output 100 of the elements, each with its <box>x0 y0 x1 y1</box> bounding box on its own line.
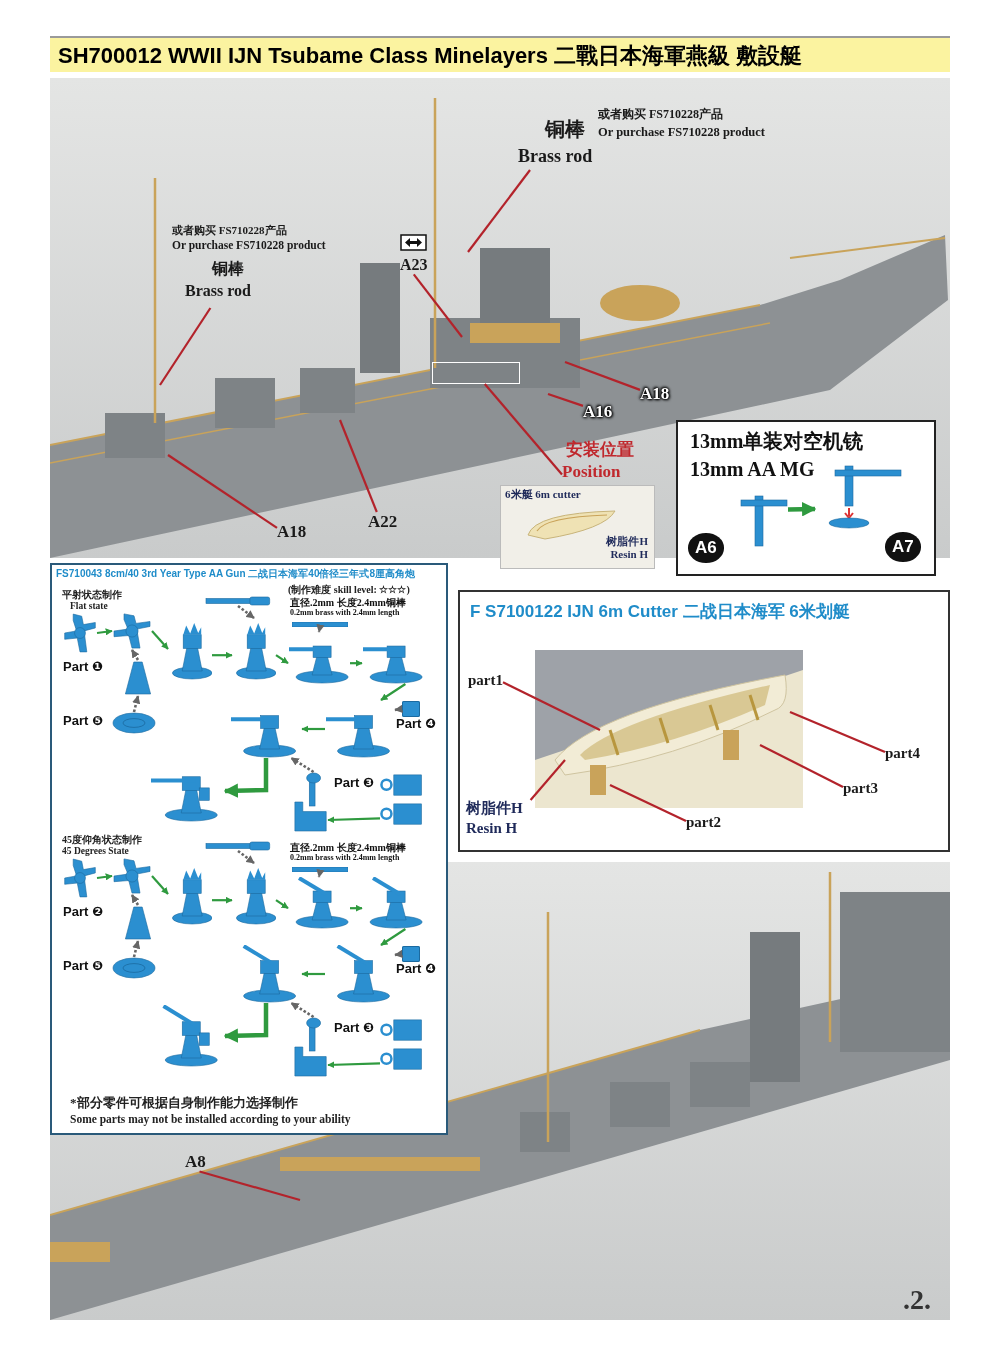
part-name: part2 <box>686 814 721 832</box>
dotted-arrow <box>130 894 140 906</box>
small-part-block <box>402 701 420 717</box>
arrow <box>350 904 363 912</box>
arrow <box>96 628 113 636</box>
section-heading: 45 Degrees State <box>62 846 129 857</box>
arrow <box>350 659 363 667</box>
instruction-panel <box>676 420 936 576</box>
dotted-arrow <box>132 695 141 713</box>
arrow <box>151 875 169 895</box>
part-name: 树脂件H <box>466 800 523 818</box>
leader-line <box>467 169 531 253</box>
leader-line <box>159 307 212 386</box>
footnote: Some parts may not be installed according to your ability <box>70 1113 351 1127</box>
base-disc-drawing <box>112 712 156 734</box>
leader-line <box>759 744 844 788</box>
panel-heading: F S7100122 IJN 6m Cutter 二战日本海军 6米划艇 <box>470 602 850 622</box>
part-name: 铜棒 <box>545 118 585 141</box>
arrow <box>151 630 169 650</box>
fret-part-drawing <box>63 612 97 654</box>
dotted-arrow <box>130 649 140 661</box>
base-disc-drawing <box>112 957 156 979</box>
arrow <box>787 502 817 517</box>
leader-line <box>483 383 563 476</box>
part-label: Part ❺ <box>63 959 103 974</box>
inset-caption: 树脂件H Resin H <box>605 535 648 561</box>
leader-line <box>547 392 584 407</box>
part-number: A22 <box>368 512 398 532</box>
leader-line <box>199 1170 301 1202</box>
dotted-arrow <box>237 604 255 620</box>
arrow <box>327 816 381 824</box>
gun-barrel-drawing <box>205 596 271 606</box>
part-label: Part ❸ <box>334 1021 374 1036</box>
section-heading: 平射状态制作 <box>62 589 122 601</box>
leader-line <box>502 681 601 731</box>
part-number: A8 <box>185 1152 206 1172</box>
panel-heading: 13mm单装对空机铳 <box>690 430 864 453</box>
footnote: *部分零件可根据自身制作能力选择制作 <box>70 1096 298 1111</box>
part-number: A23 <box>400 256 428 275</box>
part-badge: A7 <box>885 532 921 562</box>
photo-inset <box>500 485 655 569</box>
seat-part-drawing <box>292 772 328 832</box>
callout-text: 安装位置 <box>566 440 634 460</box>
brass-rod-drawing <box>292 622 348 627</box>
inset-caption: 6米艇 6m cutter <box>505 488 581 501</box>
dotted-arrow <box>237 849 255 865</box>
instruction-panel <box>50 563 448 1135</box>
arrow <box>380 683 406 701</box>
panel-heading: 13mm AA MG <box>690 458 815 481</box>
dotted-arrow <box>316 623 325 633</box>
instruction-panel <box>458 590 950 852</box>
leader-line <box>167 454 278 529</box>
leader-line <box>789 711 886 753</box>
pedestal-drawing <box>124 905 152 941</box>
note-text: 0.2mm brass with 2.4mm length <box>290 608 400 618</box>
part-number: A16 <box>583 402 613 422</box>
arrow <box>96 873 113 881</box>
fret-part-drawing <box>112 857 152 895</box>
note-text: 0.2mm brass with 2.4mm length <box>290 853 400 863</box>
part-label: Part ❺ <box>63 714 103 729</box>
note-text: 直径.2mm 长度2.4mm铜棒 <box>290 597 406 609</box>
part-name: Brass rod <box>518 146 593 167</box>
part-number: A18 <box>277 522 307 542</box>
part-name: part3 <box>843 780 878 798</box>
callout-text: Position <box>562 462 621 482</box>
part-name: Brass rod <box>185 282 251 301</box>
page-number: .2. <box>903 1284 931 1317</box>
leader-line <box>338 419 378 513</box>
note-text: Or purchase FS710228 product <box>598 125 766 140</box>
dotted-arrow <box>290 756 315 774</box>
panel-heading: FS710043 8cm/40 3rd Year Type AA Gun 二战日本海军40倍径三年式8厘高角炮 <box>56 568 415 580</box>
note-text: 直径.2mm 长度2.4mm铜棒 <box>290 842 406 854</box>
arrow <box>223 1003 269 1043</box>
part-label: Part ❷ <box>63 905 103 920</box>
fret-part-drawing <box>63 857 97 899</box>
part-badge: A6 <box>688 533 724 563</box>
part-label: Part ❸ <box>334 776 374 791</box>
part-number: A18 <box>640 384 670 404</box>
dotted-arrow <box>394 704 403 714</box>
arrow <box>223 758 269 798</box>
seat-part-drawing <box>292 1017 328 1077</box>
dotted-arrow <box>316 868 325 878</box>
leader-line <box>564 360 641 391</box>
part-label: Part ❹ <box>396 962 436 977</box>
note-text: 或者购买 FS710228产品 <box>598 108 723 122</box>
part-label: Part ❶ <box>63 660 103 675</box>
brass-rod-drawing <box>292 867 348 872</box>
pedestal-drawing <box>124 660 152 696</box>
part-name: part4 <box>885 745 920 763</box>
small-part-block <box>402 946 420 962</box>
part-label: Part ❹ <box>396 717 436 732</box>
dotted-arrow <box>394 949 403 959</box>
part-name: part1 <box>468 672 503 690</box>
note-text: 或者购买 FS710228产品 <box>172 224 287 237</box>
dotted-arrow <box>132 940 141 958</box>
fret-part-drawing <box>112 612 152 650</box>
dotted-arrow <box>290 1001 315 1019</box>
arrow <box>212 651 233 659</box>
gun-barrel-drawing <box>205 841 271 851</box>
note-text: Or purchase FS710228 product <box>172 239 326 253</box>
